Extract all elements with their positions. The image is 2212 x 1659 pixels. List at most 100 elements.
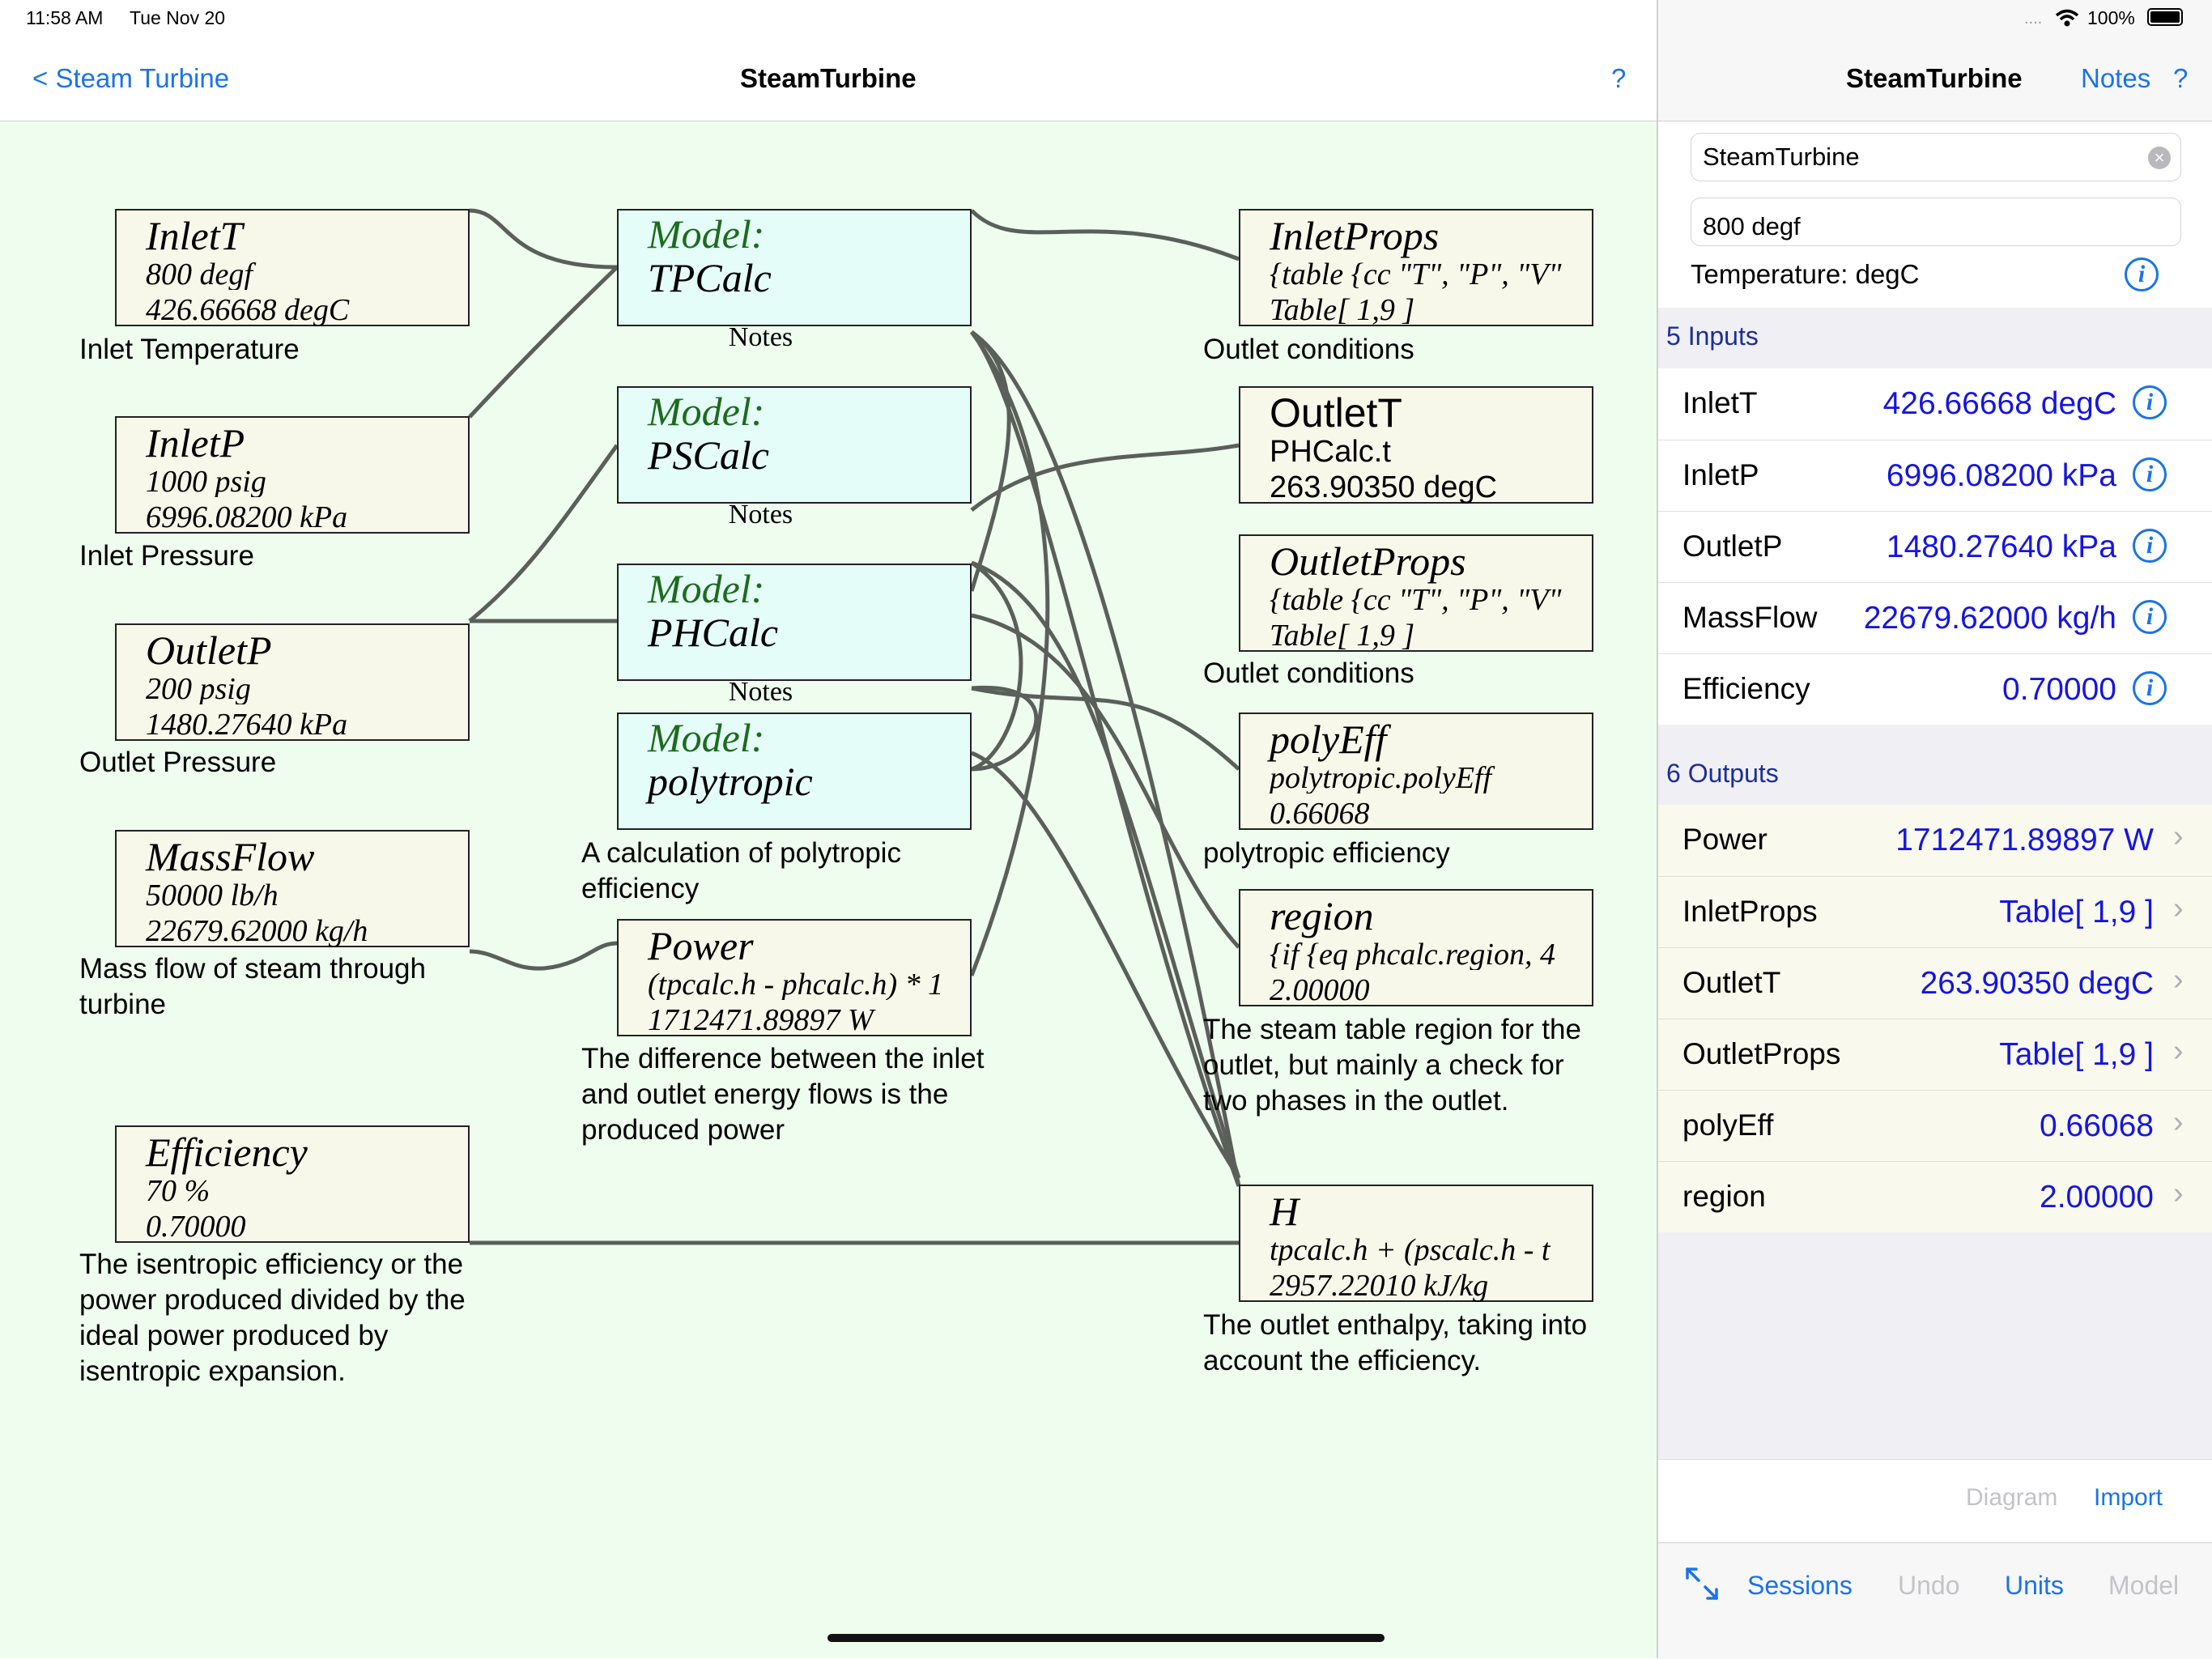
- sessions-button[interactable]: Sessions: [1747, 1571, 1853, 1600]
- model-label: Model:: [648, 211, 765, 257]
- name-input[interactable]: SteamTurbine ×: [1691, 133, 2181, 181]
- output-row-region[interactable]: region 2.00000 ›: [1658, 1161, 2212, 1232]
- name-input-value: SteamTurbine: [1703, 143, 1860, 171]
- variable-expression: (tpcalc.h - phcalc.h) * 1: [648, 968, 944, 1000]
- input-value: 426.66668 degC: [1882, 386, 2116, 421]
- variable-value: Table[ 1,9 ]: [1270, 619, 1415, 653]
- output-row-outletT[interactable]: OutletT 263.90350 degC ›: [1658, 947, 2212, 1019]
- info-icon[interactable]: i: [2133, 529, 2167, 563]
- variable-expression: 200 psig: [146, 672, 251, 704]
- variable-expression: {if {eq phcalc.region, 4: [1270, 938, 1555, 970]
- bottom-toolbar: Sessions Undo Units Model: [1658, 1542, 2212, 1659]
- description-line: The outlet enthalpy, taking into: [1203, 1309, 1588, 1341]
- connection-wires: [468, 208, 1241, 1245]
- variable-box-outletP[interactable]: OutletP 200 psig 1480.27640 kPa: [115, 623, 470, 741]
- variable-box-inletProps[interactable]: InletProps {table {cc "T", "P", "V" Tabl…: [1239, 209, 1593, 326]
- variable-description: Outlet conditions: [1203, 334, 1414, 365]
- chevron-right-icon: ›: [2173, 1176, 2184, 1210]
- input-row-inletT[interactable]: InletT 426.66668 degC i: [1658, 368, 2212, 440]
- description-line: ideal power produced by: [79, 1320, 389, 1351]
- model-notes-link[interactable]: Notes: [728, 322, 793, 352]
- variable-box-outletT[interactable]: OutletT PHCalc.t 263.90350 degC: [1239, 386, 1593, 504]
- variable-description: Outlet conditions: [1203, 657, 1414, 689]
- description-line: The difference between the inlet: [581, 1043, 985, 1074]
- right-help-button[interactable]: ?: [2173, 63, 2189, 93]
- variable-box-massFlow[interactable]: MassFlow 50000 lb/h 22679.62000 kg/h: [115, 830, 470, 947]
- variable-value: 0.70000: [146, 1210, 246, 1244]
- variable-value: 2.00000: [1270, 973, 1370, 1007]
- units-button[interactable]: Units: [2005, 1571, 2064, 1600]
- left-navigation-bar: 11:58 AM Tue Nov 20 < Steam Turbine Stea…: [0, 0, 1657, 121]
- outputs-section-header: 6 Outputs: [1666, 759, 1779, 788]
- wire: [971, 751, 1241, 1180]
- variable-box-efficiency[interactable]: Efficiency 70 % 0.70000: [115, 1125, 470, 1243]
- variable-value: 426.66668 degC: [146, 293, 350, 327]
- model-description: A calculation of polytropic efficiency: [581, 836, 901, 907]
- variable-box-polyEff[interactable]: polyEff polytropic.polyEff 0.66068: [1239, 713, 1593, 830]
- variable-name: Efficiency: [146, 1129, 308, 1175]
- chevron-right-icon: ›: [2173, 819, 2184, 853]
- notes-button[interactable]: Notes: [2081, 63, 2151, 93]
- variable-expression: 50000 lb/h: [146, 878, 279, 911]
- output-row-polyEff[interactable]: polyEff 0.66068 ›: [1658, 1090, 2212, 1161]
- help-button[interactable]: ?: [1611, 63, 1627, 93]
- clear-icon[interactable]: ×: [2148, 147, 2171, 169]
- variable-value: 22679.62000 kg/h: [146, 914, 368, 948]
- model-label: Model:: [648, 566, 765, 611]
- signal-dots: ....: [2024, 10, 2043, 28]
- variable-box-region[interactable]: region {if {eq phcalc.region, 4 2.00000: [1239, 889, 1593, 1006]
- input-label: OutletP: [1682, 530, 1783, 563]
- info-icon[interactable]: i: [2133, 600, 2167, 634]
- wire: [468, 444, 619, 623]
- wire: [969, 330, 1011, 592]
- description-line: A calculation of polytropic: [581, 837, 901, 869]
- back-button[interactable]: < Steam Turbine: [32, 63, 230, 93]
- variable-box-outletProps[interactable]: OutletProps {table {cc "T", "P", "V" Tab…: [1239, 534, 1593, 652]
- import-button[interactable]: Import: [2094, 1484, 2163, 1511]
- input-row-inletP[interactable]: InletP 6996.08200 kPa i: [1658, 440, 2212, 511]
- action-bar: Diagram Import: [1658, 1459, 2212, 1542]
- expand-icon[interactable]: [1684, 1566, 1720, 1602]
- variable-expression: PHCalc.t: [1270, 435, 1391, 467]
- variable-description: The outlet enthalpy, taking into account…: [1203, 1308, 1587, 1379]
- model-button[interactable]: Model: [2108, 1571, 2180, 1600]
- model-box-tpcalc[interactable]: Model: TPCalc: [617, 209, 972, 326]
- input-row-massFlow[interactable]: MassFlow 22679.62000 kg/h i: [1658, 582, 2212, 653]
- input-row-outletP[interactable]: OutletP 1480.27640 kPa i: [1658, 511, 2212, 582]
- wifi-icon: [2055, 9, 2079, 27]
- model-notes-link[interactable]: Notes: [728, 500, 793, 530]
- variable-box-h[interactable]: H tpcalc.h + (pscalc.h - t 2957.22010 kJ…: [1239, 1185, 1593, 1302]
- variable-box-power[interactable]: Power (tpcalc.h - phcalc.h) * 1 1712471.…: [617, 919, 972, 1036]
- right-navigation-bar: .... 100% SteamTurbine Notes ?: [1658, 0, 2212, 121]
- input-value: 6996.08200 kPa: [1886, 458, 2116, 493]
- split-divider[interactable]: [1657, 0, 1658, 1658]
- undo-button[interactable]: Undo: [1898, 1571, 1960, 1600]
- diagram-button[interactable]: Diagram: [1966, 1484, 2058, 1511]
- model-notes-link[interactable]: Notes: [728, 677, 793, 707]
- output-label: OutletProps: [1682, 1037, 1841, 1070]
- chevron-right-icon: ›: [2173, 1105, 2184, 1139]
- input-row-efficiency[interactable]: Efficiency 0.70000 i: [1658, 653, 2212, 725]
- output-row-inletProps[interactable]: InletProps Table[ 1,9 ] ›: [1658, 876, 2212, 947]
- description-line: two phases in the outlet.: [1203, 1085, 1509, 1117]
- variable-name: OutletT: [1270, 390, 1402, 436]
- info-icon[interactable]: i: [2125, 257, 2159, 291]
- battery-percent: 100%: [2087, 7, 2135, 28]
- output-row-power[interactable]: Power 1712471.89897 W ›: [1658, 805, 2212, 876]
- model-box-phcalc[interactable]: Model: PHCalc: [617, 564, 972, 681]
- model-box-pscalc[interactable]: Model: PSCalc: [617, 386, 972, 504]
- model-box-polytropic[interactable]: Model: polytropic: [617, 713, 972, 830]
- variable-box-inletP[interactable]: InletP 1000 psig 6996.08200 kPa: [115, 416, 470, 534]
- info-icon[interactable]: i: [2133, 671, 2167, 705]
- output-row-outletProps[interactable]: OutletProps Table[ 1,9 ] ›: [1658, 1019, 2212, 1090]
- inputs-section-header: 5 Inputs: [1666, 321, 1759, 351]
- input-value: 1480.27640 kPa: [1886, 530, 2116, 564]
- info-icon[interactable]: i: [2133, 385, 2167, 419]
- diagram-canvas[interactable]: InletT 800 degf 426.66668 degC Inlet Tem…: [0, 121, 1657, 1658]
- expression-input[interactable]: 800 degf: [1691, 198, 2181, 246]
- info-icon[interactable]: i: [2133, 457, 2167, 491]
- input-label: Efficiency: [1682, 672, 1810, 705]
- output-value: 2.00000: [2040, 1180, 2154, 1214]
- wire: [468, 266, 619, 419]
- variable-box-inletT[interactable]: InletT 800 degf 426.66668 degC: [115, 209, 470, 326]
